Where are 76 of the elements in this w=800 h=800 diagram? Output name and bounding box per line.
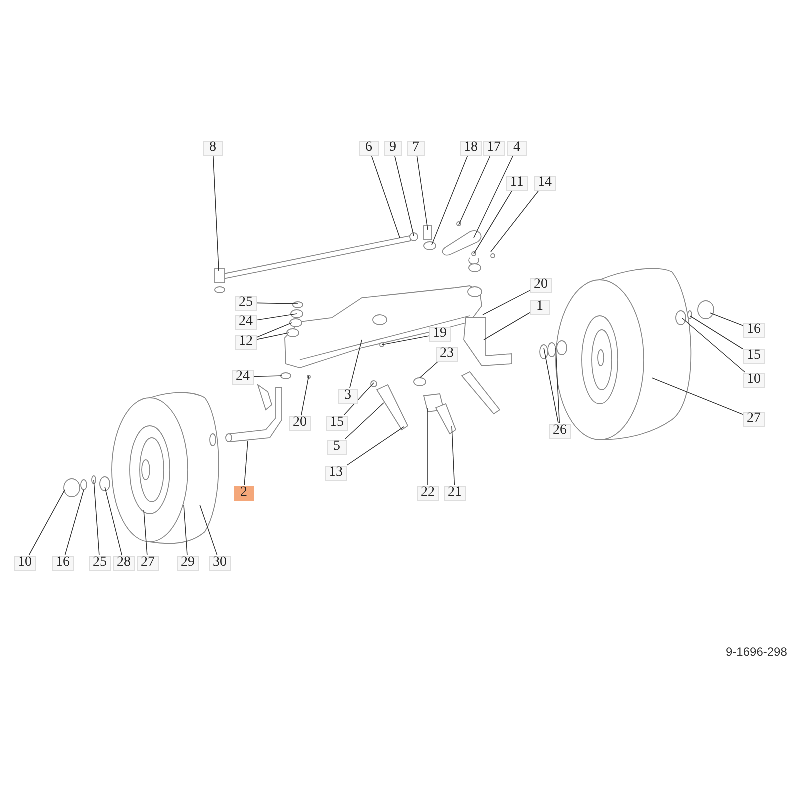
- callout-number: 6: [359, 140, 379, 156]
- leader-line: [346, 426, 404, 466]
- leader-line: [256, 302, 298, 304]
- callout-number: 20: [289, 416, 311, 430]
- leader-line: [652, 378, 744, 415]
- leader-line: [256, 332, 290, 340]
- leader-line: [94, 480, 100, 556]
- callout-number: 5: [327, 440, 347, 454]
- callout-number: 29: [177, 556, 199, 570]
- callout-number: 24: [232, 370, 254, 384]
- leader-line: [212, 155, 220, 272]
- leader-line: [682, 318, 746, 373]
- callout-number: 23: [436, 346, 458, 362]
- callout-number: 20: [530, 278, 552, 292]
- callout-number: 17: [483, 140, 505, 156]
- leader-line: [482, 290, 530, 316]
- callout-number: 28: [113, 556, 135, 570]
- leader-line: [104, 486, 123, 556]
- leader-line: [371, 155, 400, 238]
- callout-number: 21: [444, 486, 466, 500]
- callout-number: 3: [338, 388, 358, 404]
- leader-line: [432, 155, 468, 246]
- callout-number: 8: [203, 140, 223, 156]
- leader-line: [144, 510, 148, 556]
- callout-number: 12: [235, 334, 257, 350]
- leader-line: [452, 426, 456, 486]
- callout-number: 14: [534, 176, 556, 190]
- leader-line: [556, 348, 560, 424]
- leader-line: [200, 504, 218, 556]
- leader-line: [184, 504, 188, 556]
- callout-number: 26: [549, 424, 571, 438]
- drawing-number: 9-1696-298: [726, 644, 788, 661]
- leader-line: [458, 155, 491, 226]
- leader-line: [710, 312, 744, 326]
- callout-number: 16: [52, 556, 74, 570]
- callout-number: 27: [743, 412, 765, 426]
- callout-number: 22: [417, 486, 439, 500]
- leader-line: [690, 316, 744, 350]
- leader-line: [28, 490, 66, 556]
- callout-number: 4: [507, 140, 527, 156]
- callout-number: 30: [209, 556, 231, 570]
- leader-line: [256, 314, 298, 321]
- callout-number: 25: [89, 556, 111, 570]
- leader-line: [474, 190, 513, 254]
- leader-line: [416, 155, 428, 230]
- leader-line: [394, 155, 414, 236]
- callout-number: 10: [14, 556, 36, 570]
- leader-line: [484, 312, 530, 340]
- callout-number: 7: [407, 140, 425, 156]
- callout-number: 2: [234, 486, 254, 500]
- leader-line: [344, 402, 384, 440]
- leader-line: [254, 376, 282, 378]
- leader-line: [256, 322, 292, 338]
- callout-number: 10: [743, 372, 765, 388]
- callout-number: 13: [325, 466, 347, 480]
- leader-line: [301, 376, 310, 416]
- leader-line: [490, 190, 540, 252]
- callout-number: 18: [460, 140, 482, 156]
- callout-number: 15: [326, 416, 348, 430]
- callout-number: 19: [429, 326, 451, 342]
- callout-number: 11: [506, 176, 528, 190]
- callout-number: 25: [235, 296, 257, 310]
- callout-number: 15: [743, 348, 765, 364]
- callout-number: 16: [743, 322, 765, 338]
- callout-number: 27: [137, 556, 159, 570]
- leader-line: [349, 340, 362, 389]
- leader-line: [544, 348, 559, 424]
- leader-line: [64, 490, 84, 556]
- callout-number: 24: [235, 314, 257, 330]
- leader-line: [344, 382, 374, 416]
- leader-line: [382, 336, 430, 346]
- leader-line: [244, 440, 248, 486]
- leader-line: [474, 155, 514, 238]
- leader-line: [420, 361, 439, 378]
- callout-number: 9: [384, 140, 402, 156]
- callout-number: 1: [530, 300, 550, 314]
